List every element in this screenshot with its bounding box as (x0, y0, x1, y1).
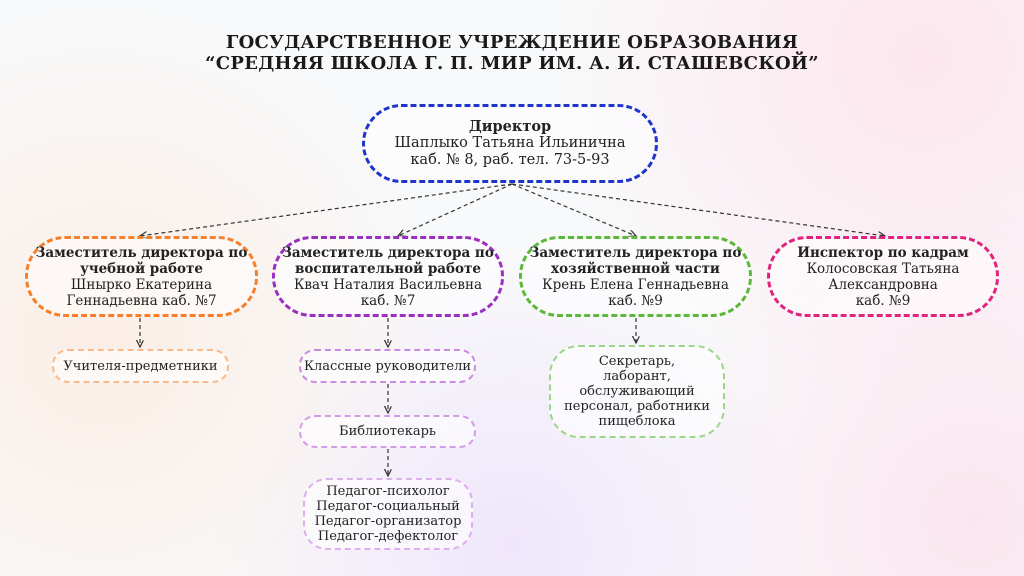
librarian-box: Библиотекарь (299, 415, 476, 448)
deputy-role: Заместитель директора по (529, 244, 742, 261)
class-teachers-box: Классные руководители (299, 349, 476, 383)
deputy-household-box: Заместитель директора по хозяйственной ч… (519, 236, 752, 317)
pedagogue-item: Педагог-организатор (314, 514, 462, 529)
teachers-box: Учителя-предметники (52, 349, 229, 383)
connector-director-deputy3 (511, 183, 636, 236)
director-box: Директор Шаплыко Татьяна Ильинична каб. … (362, 104, 658, 183)
deputy-role: Заместитель директора по (35, 244, 248, 261)
class-teachers-label: Классные руководители (303, 358, 471, 374)
hr-inspector-box: Инспектор по кадрам Колосовская Татьяна … (767, 236, 999, 317)
pedagogue-item: Педагог-психолог (326, 484, 450, 499)
inspector-name: Колосовская Татьяна (806, 260, 960, 277)
teachers-label: Учителя-предметники (63, 358, 218, 374)
staff-line: лаборант, (603, 369, 671, 384)
staff-line: обслуживающий (579, 384, 695, 399)
staff-line: персонал, работники (564, 399, 710, 414)
pedagogues-box: Педагог-психолог Педагог-социальный Педа… (303, 478, 473, 550)
deputy-office: каб. №9 (608, 292, 663, 309)
pedagogue-item: Педагог-дефектолог (317, 529, 459, 544)
inspector-role: Инспектор по кадрам (797, 244, 969, 261)
deputy-academic-box: Заместитель директора по учебной работе … (25, 236, 258, 317)
deputy-upbringing-box: Заместитель директора по воспитательной … (272, 236, 504, 317)
deputy-name: Крень Елена Геннадьевна (542, 276, 729, 293)
support-staff-box: Секретарь, лаборант, обслуживающий персо… (549, 345, 725, 438)
deputy-role: воспитательной работе (295, 260, 481, 277)
deputy-name: Шнырко Екатерина (70, 276, 213, 293)
director-name: Шаплыко Татьяна Ильинична (394, 135, 626, 151)
staff-line: пищеблока (598, 414, 676, 429)
inspector-office: каб. №9 (855, 292, 911, 309)
inspector-name: Александровна (828, 276, 938, 293)
title-line-2: “СРЕДНЯЯ ШКОЛА Г. П. МИР ИМ. А. И. СТАШЕ… (205, 53, 819, 74)
page-title: ГОСУДАРСТВЕННОЕ УЧРЕЖДЕНИЕ ОБРАЗОВАНИЯ “… (0, 32, 1024, 74)
deputy-name: Квач Наталия Васильевна (293, 276, 483, 293)
deputy-office: каб. №7 (360, 292, 416, 309)
librarian-label: Библиотекарь (339, 424, 436, 439)
director-role: Директор (468, 118, 552, 135)
deputy-role: учебной работе (80, 260, 203, 277)
deputy-role: Заместитель директора по (282, 244, 494, 261)
connector-director-deputy1 (140, 183, 513, 236)
deputy-name: Геннадьевна каб. №7 (66, 292, 217, 309)
staff-line: Секретарь, (598, 354, 676, 369)
connector-director-inspector (511, 183, 885, 236)
deputy-role: хозяйственной части (551, 260, 720, 277)
title-line-1: ГОСУДАРСТВЕННОЕ УЧРЕЖДЕНИЕ ОБРАЗОВАНИЯ (225, 32, 799, 53)
pedagogue-item: Педагог-социальный (316, 499, 460, 514)
director-contact: каб. № 8, раб. тел. 73-5-93 (410, 152, 610, 168)
